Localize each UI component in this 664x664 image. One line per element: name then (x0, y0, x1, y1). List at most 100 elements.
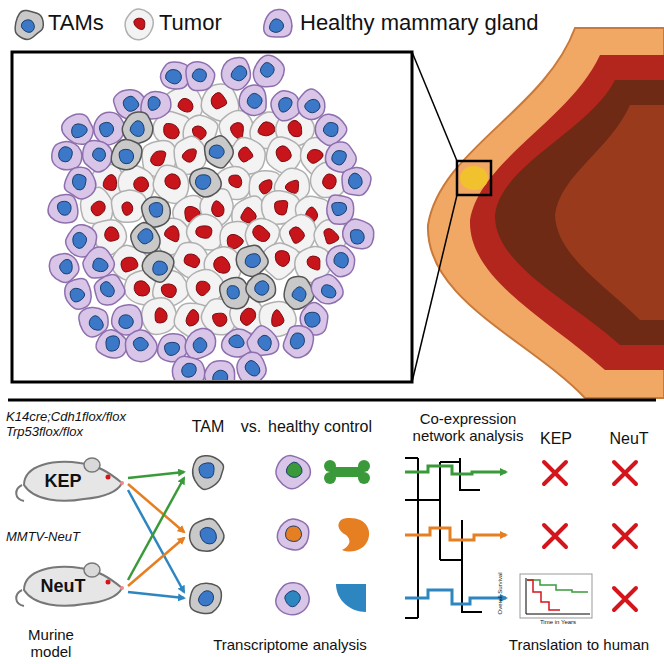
cell-nucleus (92, 148, 105, 161)
arrow (128, 538, 184, 586)
cell-nucleus (238, 147, 252, 162)
healthy-cell (161, 62, 190, 89)
column-label: Translation to human (496, 636, 662, 653)
healthy-cell (276, 583, 309, 615)
tumor-box (12, 52, 412, 382)
legend-text: Healthy mammary gland (300, 10, 538, 35)
cell-nucleus (269, 19, 283, 33)
dendrogram (405, 458, 482, 618)
cell-nucleus (73, 232, 87, 248)
cell-nucleus (253, 225, 270, 241)
cell-nucleus (247, 93, 262, 108)
cell-nucleus (212, 313, 227, 326)
zoom-line (412, 52, 457, 161)
tam-cell (220, 278, 250, 309)
mammary-icon (336, 584, 366, 612)
column-label: KEP (528, 430, 584, 448)
healthy-cell (247, 326, 279, 356)
healthy-cell (237, 352, 266, 380)
arrow (128, 478, 184, 580)
tam-cell (190, 583, 222, 613)
cell-nucleus (91, 201, 105, 216)
tam-cell (111, 140, 142, 170)
cell-nucleus (155, 308, 167, 323)
column-label: Time in Years (526, 619, 590, 626)
cell-nucleus (307, 149, 323, 163)
cell-nucleus (305, 312, 321, 327)
cell-nucleus (178, 98, 193, 112)
arrow (128, 592, 184, 598)
survival-plot (520, 574, 592, 618)
cell-nucleus (240, 308, 255, 325)
cell-nucleus (323, 174, 337, 189)
cell-nucleus (229, 335, 244, 348)
cell-nucleus (198, 591, 213, 606)
cell-nucleus (72, 174, 86, 190)
node-text: KEP (44, 471, 81, 492)
cell-nucleus (103, 175, 116, 191)
cell-nucleus (307, 256, 320, 270)
breast-tissue (470, 55, 664, 370)
cell-nucleus (323, 122, 338, 136)
cell-nucleus (292, 287, 306, 302)
tam-cell (190, 519, 224, 552)
cell-nucleus (21, 20, 34, 33)
healthy-cell (342, 167, 371, 195)
cell-nucleus (285, 591, 301, 607)
module-arrow (405, 528, 506, 540)
healthy-cell (83, 247, 114, 278)
healthy-cell (205, 361, 235, 380)
cell-nucleus (164, 226, 179, 242)
cell-nucleus (334, 252, 349, 268)
column-label: healthy control (268, 418, 398, 436)
tam-cell (190, 168, 222, 197)
cell-nucleus (286, 526, 302, 542)
healthy-cell (185, 328, 216, 359)
tam-cell (15, 10, 43, 39)
cell-nucleus (279, 98, 292, 113)
node-text: NeuT (41, 576, 86, 597)
healthy-cell (271, 91, 300, 121)
cell-nucleus (106, 336, 120, 351)
cell-nucleus (192, 69, 206, 82)
zoom-box (457, 161, 491, 195)
tumor-cell (125, 9, 153, 40)
bone-icon (324, 460, 370, 484)
cell-nucleus (186, 309, 199, 326)
healthy-cell (49, 254, 79, 283)
module-arrow (405, 466, 506, 474)
cell-nucleus (285, 180, 298, 193)
cell-nucleus (214, 257, 230, 274)
cell-nucleus (149, 203, 163, 218)
healthy-cell (94, 275, 124, 305)
cell-nucleus (255, 281, 269, 296)
mouse-model: KEP (14, 455, 126, 507)
tumor-spot (460, 166, 488, 190)
cell-nucleus (164, 123, 180, 138)
cell-nucleus (196, 226, 212, 238)
cell-nucleus (193, 338, 207, 353)
cell-nucleus (275, 251, 289, 267)
cell-nucleus (134, 18, 145, 29)
cell-nucleus (134, 281, 150, 296)
healthy-cell (253, 55, 284, 86)
column-label: NeuT (596, 430, 662, 448)
cell-nucleus (305, 99, 320, 113)
healthy-cell (172, 356, 204, 380)
column-label: Murine model (6, 626, 96, 661)
cell-nucleus (182, 363, 197, 377)
cell-nucleus (134, 177, 149, 192)
cell-nucleus (272, 310, 284, 327)
mouse-model: NeuT (14, 560, 126, 612)
cell-nucleus (119, 149, 134, 163)
cell-nucleus (164, 342, 179, 355)
cell-nucleus (332, 202, 347, 215)
cell-nucleus (274, 201, 287, 215)
cell-nucleus (133, 337, 148, 351)
cell-nucleus (119, 315, 134, 329)
column-label: vs. (236, 418, 266, 436)
cell-nucleus (227, 234, 243, 249)
legend-text: TAMs (48, 10, 104, 35)
cell-nucleus (59, 147, 73, 162)
